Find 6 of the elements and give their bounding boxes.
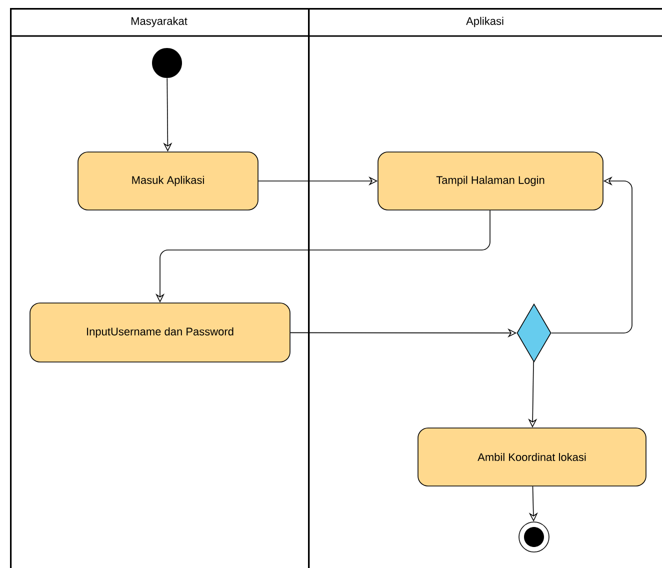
action-box: InputUsername dan Password — [30, 302, 290, 362]
action-box: Ambil Koordinat lokasi — [418, 428, 646, 486]
action-box: Masuk Aplikasi — [78, 152, 258, 210]
start-node — [152, 48, 182, 78]
end-node — [518, 522, 550, 552]
action-box: Tampil Halaman Login — [378, 152, 604, 210]
